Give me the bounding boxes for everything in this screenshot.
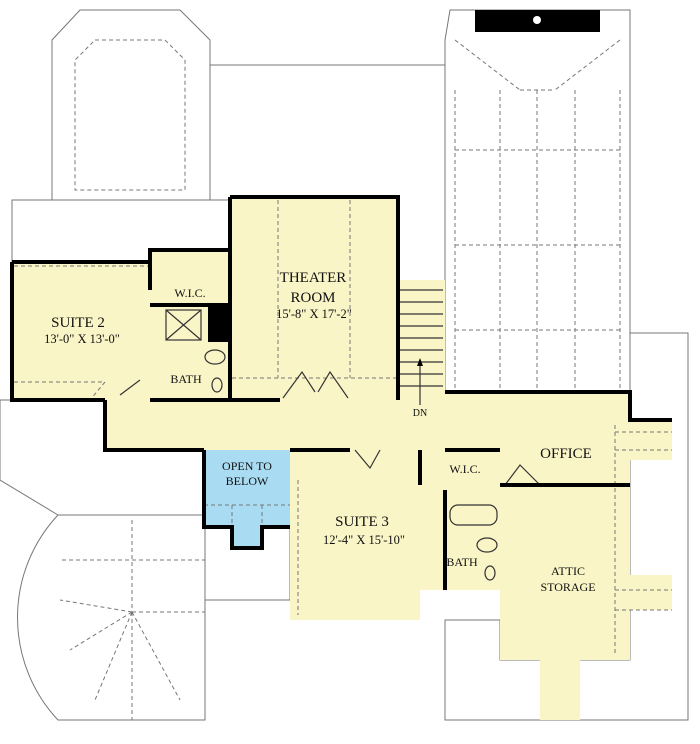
door-swings	[119, 379, 541, 486]
sink-suite2	[211, 377, 223, 393]
open-to-below-area	[204, 450, 290, 548]
shower	[165, 309, 202, 341]
fixtures	[119, 309, 541, 581]
roof-octagon-dash	[74, 39, 186, 191]
suite2-bath-label: BATH	[170, 372, 202, 386]
roof-left-lower	[0, 399, 59, 516]
tub-suite3	[449, 504, 498, 526]
tower-roof-grid	[454, 39, 621, 390]
room-labels: SUITE 2 13'-0" X 13'-0" W.I.C. BATH THEA…	[44, 270, 595, 594]
sink-suite3	[484, 565, 496, 581]
suite2-name: SUITE 2	[51, 315, 105, 331]
roof-outlines	[0, 9, 689, 721]
open-to-below-1: OPEN TO	[222, 459, 272, 473]
theater-size: 15'-8" X 17'-2"	[276, 307, 352, 321]
roof-tower-right	[444, 9, 631, 393]
theater-doors	[282, 370, 349, 399]
floor-area	[12, 197, 672, 720]
stairs	[400, 289, 443, 405]
suite2-size: 13'-0" X 13'-0"	[44, 332, 120, 346]
theater-name-2: ROOM	[290, 290, 335, 306]
floor-fills	[12, 197, 672, 720]
theater-name-1: THEATER	[280, 270, 347, 286]
office-name: OFFICE	[540, 446, 592, 462]
turret-rays	[59, 520, 205, 720]
attic-label-1: ATTIC	[551, 564, 585, 578]
suite3-wic-label: W.I.C.	[449, 462, 480, 476]
toilet-suite2	[204, 349, 226, 365]
open-to-below-2: BELOW	[226, 474, 269, 488]
roof-turret	[17, 514, 206, 721]
attic-label-2: STORAGE	[540, 580, 595, 594]
stairs-dn-label: DN	[413, 408, 427, 419]
roof-octagon-top-left	[51, 9, 211, 201]
suite3-name: SUITE 3	[335, 514, 389, 530]
up-arrow-icon	[417, 358, 423, 366]
ceiling-lines	[14, 200, 672, 655]
suite3-bath-label: BATH	[446, 555, 478, 569]
chimney-flue	[533, 16, 541, 24]
toilet-suite3	[476, 537, 498, 553]
walls	[10, 195, 672, 590]
suite3-size: 12'-4" X 15'-10"	[323, 533, 405, 547]
suite2-wic-label: W.I.C.	[174, 286, 205, 300]
